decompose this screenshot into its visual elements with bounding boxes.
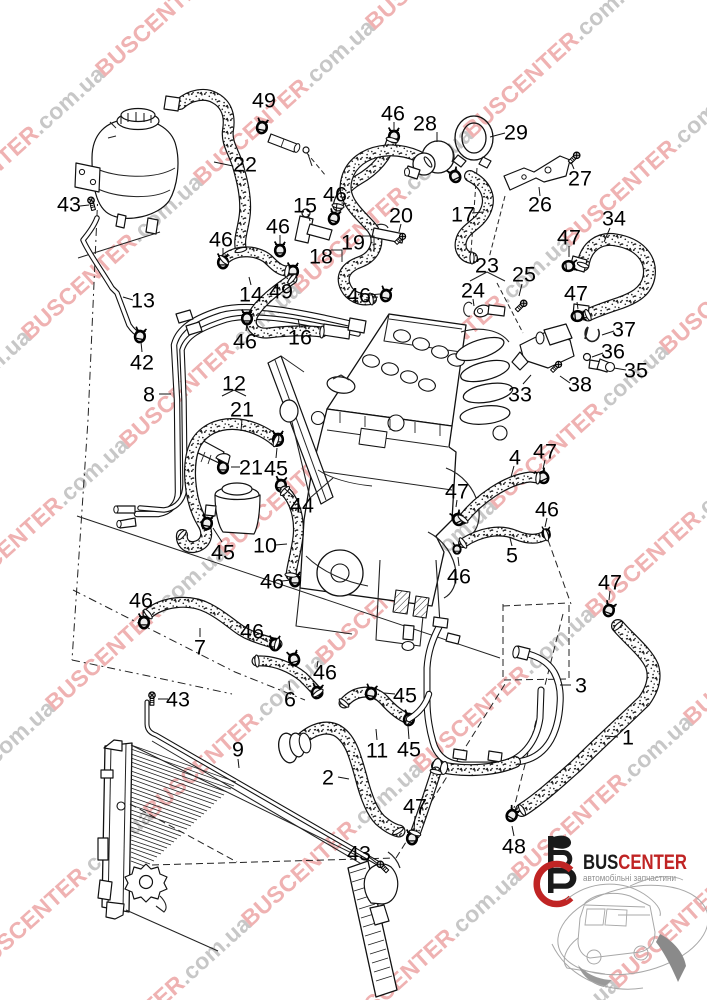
svg-text:автомобільні запчастини: автомобільні запчастини	[583, 873, 676, 883]
svg-text:47: 47	[403, 795, 427, 819]
svg-text:10: 10	[253, 534, 277, 558]
svg-text:45: 45	[397, 738, 421, 762]
svg-text:46: 46	[260, 570, 284, 594]
svg-text:36: 36	[601, 340, 625, 364]
svg-text:47: 47	[598, 571, 622, 595]
svg-text:46: 46	[381, 102, 405, 126]
svg-text:47: 47	[557, 226, 581, 250]
svg-text:9: 9	[232, 738, 244, 762]
svg-text:28: 28	[413, 112, 437, 136]
svg-text:11: 11	[366, 739, 388, 763]
svg-text:16: 16	[288, 326, 312, 350]
svg-text:1: 1	[622, 726, 634, 750]
svg-text:47: 47	[533, 440, 557, 464]
svg-text:43: 43	[347, 842, 371, 866]
svg-text:35: 35	[624, 359, 648, 383]
svg-text:43: 43	[166, 688, 190, 712]
svg-text:46: 46	[266, 215, 290, 239]
svg-text:13: 13	[131, 289, 155, 313]
svg-text:21: 21	[239, 456, 263, 480]
svg-text:20: 20	[389, 204, 413, 228]
svg-text:7: 7	[194, 636, 206, 660]
svg-text:45: 45	[264, 457, 288, 481]
svg-text:48: 48	[502, 835, 526, 859]
svg-text:27: 27	[568, 167, 592, 191]
svg-text:14: 14	[239, 283, 263, 307]
svg-text:6: 6	[284, 688, 296, 712]
svg-text:BUSCENTER: BUSCENTER	[583, 850, 687, 874]
svg-text:46: 46	[313, 661, 337, 685]
svg-text:47: 47	[564, 282, 588, 306]
svg-text:15: 15	[293, 194, 317, 218]
svg-text:29: 29	[504, 121, 528, 145]
svg-text:46: 46	[535, 498, 559, 522]
svg-text:46: 46	[347, 284, 371, 308]
svg-text:46: 46	[240, 620, 264, 644]
svg-text:46: 46	[323, 183, 347, 207]
svg-text:42: 42	[130, 351, 154, 375]
svg-text:18: 18	[309, 245, 333, 269]
svg-text:45: 45	[211, 541, 235, 565]
svg-text:24: 24	[461, 279, 485, 303]
svg-text:5: 5	[506, 544, 518, 568]
svg-text:49: 49	[269, 280, 293, 304]
svg-text:21: 21	[230, 398, 254, 422]
svg-text:45: 45	[393, 684, 417, 708]
svg-text:4: 4	[509, 446, 521, 470]
svg-text:17: 17	[451, 203, 475, 227]
svg-text:34: 34	[602, 207, 626, 231]
svg-text:26: 26	[528, 193, 552, 217]
svg-text:37: 37	[612, 318, 636, 342]
svg-text:46: 46	[233, 330, 257, 354]
svg-text:19: 19	[341, 231, 365, 255]
svg-text:3: 3	[575, 674, 587, 698]
svg-text:23: 23	[475, 254, 499, 278]
svg-text:33: 33	[508, 383, 532, 407]
svg-text:44: 44	[290, 494, 314, 518]
svg-text:49: 49	[252, 89, 276, 113]
svg-text:46: 46	[129, 589, 153, 613]
svg-text:12: 12	[222, 372, 246, 396]
svg-text:47: 47	[445, 480, 469, 504]
svg-text:43: 43	[57, 193, 81, 217]
svg-text:38: 38	[568, 373, 592, 397]
svg-text:46: 46	[447, 565, 471, 589]
svg-text:2: 2	[322, 766, 334, 790]
svg-text:25: 25	[512, 263, 536, 287]
svg-text:8: 8	[143, 383, 155, 407]
svg-text:22: 22	[233, 153, 257, 177]
svg-text:46: 46	[209, 228, 233, 252]
